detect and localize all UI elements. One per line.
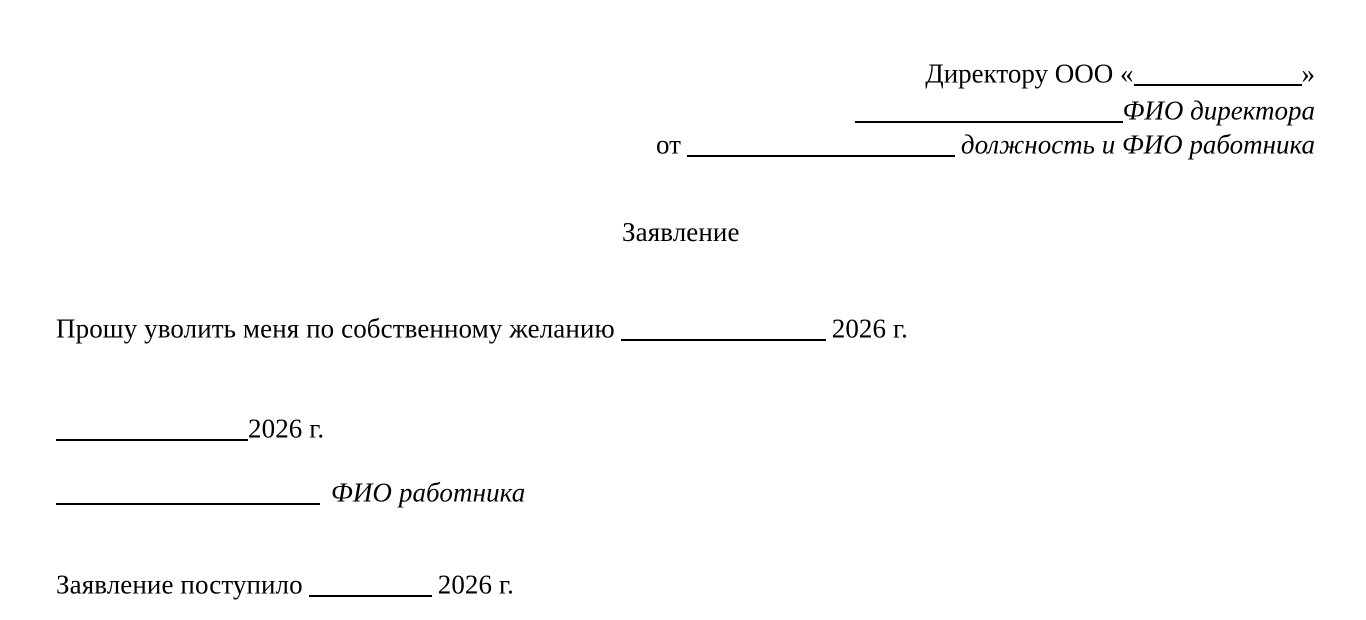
applicant-line: от должность и ФИО работника	[656, 127, 1315, 158]
document-title: Заявление	[622, 217, 740, 247]
quote-open: «	[1120, 58, 1134, 89]
quote-close: »	[1301, 58, 1316, 89]
dismissal-date-blank[interactable]	[620, 311, 826, 341]
received-date-blank[interactable]	[308, 567, 432, 597]
received-year-label: 2026 г.	[437, 569, 514, 600]
applicant-hint-label: должность и ФИО работника	[960, 129, 1315, 160]
signature-name-line: ФИО работника	[56, 475, 525, 506]
request-line: Прошу уволить меня по собственному желан…	[56, 311, 908, 342]
signature-date-year-label: 2026 г.	[248, 413, 325, 444]
request-year-label: 2026 г.	[831, 313, 908, 344]
signature-date-blank[interactable]	[56, 411, 248, 441]
received-line: Заявление поступило 2026 г.	[56, 567, 514, 598]
signature-date-line: 2026 г.	[56, 411, 324, 442]
director-name-blank[interactable]	[854, 93, 1123, 123]
director-prefix-label: Директору ООО	[925, 58, 1120, 89]
addressee-director-name-line: ФИО директора	[854, 93, 1315, 126]
applicant-position-name-blank[interactable]	[686, 127, 955, 157]
from-prefix-label: от	[655, 129, 681, 160]
company-name-blank[interactable]	[1133, 56, 1302, 86]
received-text-label: Заявление поступило	[56, 569, 303, 600]
employee-name-blank[interactable]	[56, 475, 320, 505]
employee-name-hint-label: ФИО работника	[331, 477, 526, 508]
director-name-hint-label: ФИО директора	[1122, 95, 1315, 126]
addressee-director-line: Директору ООО « »	[925, 56, 1315, 87]
request-text-label: Прошу уволить меня по собственному желан…	[56, 313, 615, 344]
